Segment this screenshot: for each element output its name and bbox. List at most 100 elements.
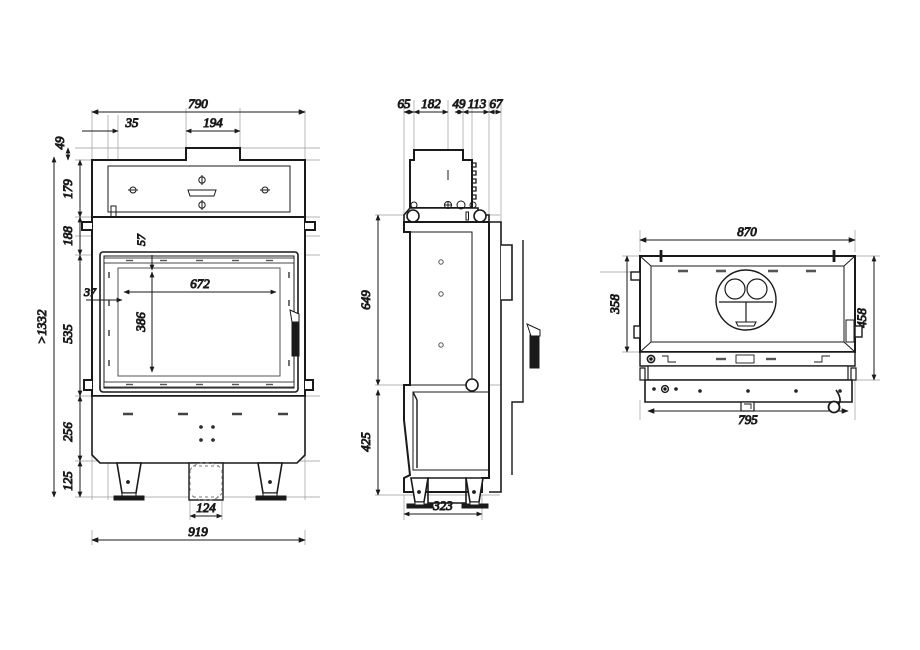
side-ash-drawer[interactable] — [427, 477, 467, 504]
dim-label-188: 188 — [60, 226, 75, 246]
side-bolt-3 — [456, 200, 466, 210]
top-tab-right — [854, 325, 863, 338]
dim-label-386: 386 — [133, 312, 148, 333]
dim-front-37: 37 — [83, 285, 123, 303]
front-base-dots — [199, 425, 215, 442]
dim-front-1332: >1332 — [34, 156, 57, 498]
top-center-latch[interactable] — [740, 401, 755, 412]
dim-label-256: 256 — [60, 422, 75, 442]
side-pivot-right — [473, 209, 487, 223]
top-flue-hole-right — [746, 278, 768, 300]
top-mid-tab-left — [639, 367, 646, 381]
front-glass-pane — [117, 267, 281, 377]
dim-label-35: 35 — [125, 115, 140, 130]
front-leg-left — [116, 462, 142, 494]
top-flue-grip — [735, 321, 757, 327]
front-bracket-left-lower — [83, 379, 92, 391]
side-port-1 — [438, 291, 444, 297]
dim-side-425: 425 — [358, 389, 381, 496]
front-handle-grip[interactable] — [187, 189, 217, 197]
dim-label-179: 179 — [60, 179, 75, 199]
side-bolt-1 — [410, 201, 418, 209]
side-leg-right — [465, 477, 484, 503]
top-bracket-right — [845, 319, 855, 343]
side-base-chamber — [412, 391, 490, 471]
front-ash-arc-2 — [205, 462, 223, 471]
side-back-plate — [489, 221, 502, 493]
dim-front-vertical-inner: 49 179 188 535 256 125 — [52, 136, 83, 498]
top-rail-plate — [735, 354, 755, 364]
front-upper-panel — [107, 165, 291, 213]
dim-label-458: 458 — [854, 308, 869, 328]
side-leg-left — [410, 477, 429, 503]
dim-front-124: 124 — [189, 500, 223, 519]
side-leg-left-bolt — [417, 490, 421, 494]
top-tab-left-upper — [630, 271, 641, 281]
front-leg-left-bolt — [126, 480, 130, 484]
side-outer-lower — [511, 395, 524, 475]
front-bracket-left — [81, 221, 92, 231]
front-main-body — [91, 216, 306, 397]
dim-side-chain: 65 182 49 113 67 — [397, 96, 504, 115]
dim-label-535: 535 — [60, 324, 75, 344]
front-ash-arc-1 — [189, 462, 207, 471]
side-corrugation — [471, 162, 477, 200]
top-bottom-rail — [639, 351, 856, 367]
dim-side-649: 649 — [358, 214, 381, 386]
dim-front-35: 35 — [82, 115, 140, 134]
top-studs — [659, 250, 836, 262]
top-chamfer-upper — [639, 255, 856, 267]
front-ash-pan[interactable] — [188, 462, 224, 501]
side-door-handle[interactable] — [529, 334, 540, 369]
dim-label-790: 790 — [188, 96, 208, 111]
dim-label-649: 649 — [358, 290, 373, 310]
top-mid-tab-right — [850, 367, 857, 381]
top-rail-detail-left — [662, 355, 676, 363]
front-hinge-marks — [108, 272, 290, 366]
side-lower-pivot — [465, 378, 479, 392]
front-ash-arc-4 — [189, 492, 207, 501]
dim-front-790: 790 — [91, 96, 306, 115]
dim-front-57: 57 — [134, 233, 155, 271]
side-pivot-left — [406, 209, 420, 223]
top-handle-knob[interactable] — [827, 400, 841, 414]
front-upper-chamber — [91, 147, 306, 218]
dim-front-386: 386 — [133, 271, 155, 373]
front-bracket-right-lower — [305, 379, 314, 391]
top-mid-bar — [647, 365, 849, 381]
front-door-handle[interactable] — [291, 321, 300, 357]
front-view: 790 35 194 49 179 188 535 256 125 — [34, 96, 320, 545]
side-handle-bracket — [526, 323, 541, 337]
dim-top-458: 458 — [854, 255, 877, 381]
dim-label-67: 67 — [490, 96, 504, 111]
side-view: 65 182 49 113 67 649 425 323 — [358, 96, 541, 520]
top-flue-circle — [715, 269, 777, 331]
top-front-bolt — [660, 384, 670, 394]
dim-label-1332: >1332 — [34, 309, 49, 344]
side-port-2 — [438, 342, 444, 348]
front-leg-right-bolt — [268, 480, 272, 484]
dim-label-57: 57 — [134, 233, 148, 246]
front-foot-right-pad — [255, 495, 287, 501]
dim-side-323: 323 — [403, 498, 483, 517]
front-leg-right — [257, 462, 283, 494]
dim-label-919: 919 — [188, 524, 208, 539]
top-tab-left-lower — [633, 325, 641, 339]
dim-label-65: 65 — [398, 96, 412, 111]
side-port-3 — [438, 259, 444, 265]
side-bolt-4 — [469, 201, 477, 209]
top-view: 870 358 458 795 — [600, 224, 880, 428]
top-chamfer-lower — [639, 341, 856, 353]
dim-top-795: 795 — [647, 408, 849, 428]
front-ash-arc-3 — [205, 492, 223, 501]
top-flue-hole-left — [724, 278, 746, 300]
dim-top-358: 358 — [607, 255, 630, 353]
dim-label-870: 870 — [737, 224, 757, 239]
dim-top-870: 870 — [639, 224, 856, 243]
dim-label-113: 113 — [468, 96, 487, 111]
front-handle-bracket — [289, 309, 300, 323]
side-tab — [465, 211, 469, 221]
side-leg-right-bolt — [472, 490, 476, 494]
